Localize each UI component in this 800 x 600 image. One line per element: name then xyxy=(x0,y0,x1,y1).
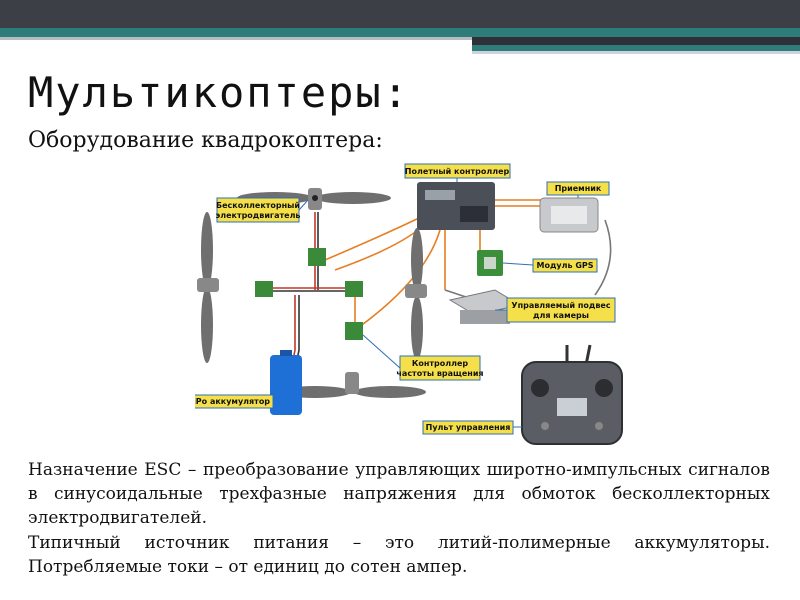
callout-gimbal-line2: для камеры xyxy=(533,311,589,320)
banner-stripe-dark xyxy=(472,37,800,45)
esc-module xyxy=(255,248,363,340)
propeller-motor xyxy=(405,228,427,360)
banner-stripe-light xyxy=(472,51,800,54)
callout-receiver-text: Приемник xyxy=(555,184,602,193)
callout-gimbal: Управляемый подвес для камеры xyxy=(506,297,616,323)
callout-remote-text: Пульт управления xyxy=(426,423,511,432)
callout-gps: Модуль GPS xyxy=(532,258,598,273)
lipo-battery xyxy=(270,350,302,415)
flight-controller-board xyxy=(417,182,495,230)
banner-stripe-grey xyxy=(0,37,472,40)
remote-control-transmitter xyxy=(521,344,623,445)
banner-stripe xyxy=(0,28,800,37)
camera-gimbal xyxy=(448,289,522,324)
callout-speed-controller: Контроллер частоты вращения xyxy=(396,355,484,381)
slide-title: Мультикоптеры: xyxy=(28,68,411,117)
callout-speed-line1: Контроллер xyxy=(412,359,469,368)
leader-lines xyxy=(272,178,579,428)
callout-receiver: Приемник xyxy=(546,181,610,196)
quadcopter-diagram: Полетный контроллер Приемник Бесколлекто… xyxy=(195,163,623,445)
propeller-motor xyxy=(197,212,219,363)
callout-brushless-motor: Бесколлекторный электродвигатель xyxy=(215,197,301,223)
callout-remote: Пульт управления xyxy=(422,420,514,435)
slide-subtitle: Оборудование квадрокоптера: xyxy=(28,128,383,153)
gps-board xyxy=(477,250,503,276)
callout-flight-controller: Полетный контроллер xyxy=(404,163,511,179)
callout-battery-text: LiPo аккумулятор xyxy=(195,397,270,406)
callout-gimbal-line1: Управляемый подвес xyxy=(511,301,610,310)
callout-gps-text: Модуль GPS xyxy=(536,261,593,270)
top-banner xyxy=(0,0,800,28)
callout-battery: LiPo аккумулятор xyxy=(195,394,274,409)
banner-stripe-teal xyxy=(472,45,800,51)
callout-flight-controller-text: Полетный контроллер xyxy=(405,167,510,176)
callout-speed-line2: частоты вращения xyxy=(396,369,483,378)
paragraph-power: Типичный источник питания – это литий-по… xyxy=(28,533,770,577)
receiver-module xyxy=(539,197,599,233)
paragraph-esc: Назначение ESC – преобразование управляю… xyxy=(28,460,770,528)
callout-motor-line2: электродвигатель xyxy=(215,211,300,220)
callout-motor-line1: Бесколлекторный xyxy=(216,201,300,210)
